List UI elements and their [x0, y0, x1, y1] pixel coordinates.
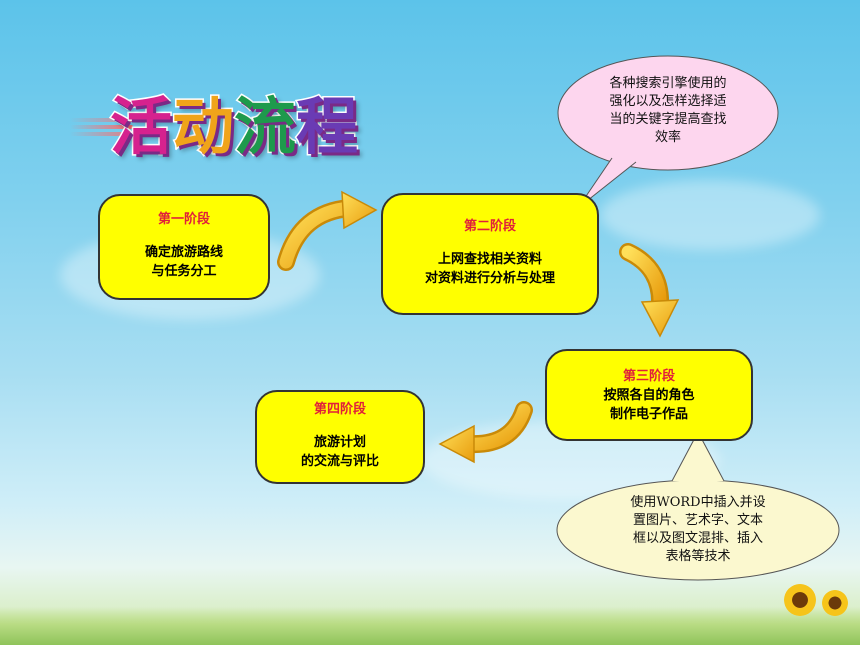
- title-char: 程: [295, 89, 360, 165]
- stage-label: 第四阶段: [313, 402, 366, 417]
- callout-line: 效率: [654, 130, 681, 145]
- stage-line: 的交流与评比: [300, 454, 379, 469]
- callout-line: 使用WORD中插入并设: [630, 495, 766, 510]
- callout-text-bottom: 使用WORD中插入并设 置图片、艺术字、文本 框以及图文混排、插入 表格等技术: [598, 494, 798, 566]
- stage-line: 与任务分工: [151, 264, 217, 279]
- page-title: 活 动 流 程: [108, 88, 360, 166]
- callout-line: 强化以及怎样选择适: [609, 94, 727, 109]
- callout-bubble-top: [557, 55, 779, 209]
- stage-line: 旅游计划: [313, 435, 366, 450]
- stage-line: 确定旅游路线: [144, 245, 223, 260]
- title-char: 流: [233, 89, 298, 165]
- callout-line: 置图片、艺术字、文本: [632, 513, 763, 528]
- grass-strip: [0, 607, 860, 645]
- title-art: 活 动 流 程: [70, 88, 380, 168]
- callout-bubble-bottom: [556, 430, 840, 581]
- stage-label: 第一阶段: [157, 212, 210, 227]
- stage-label: 第二阶段: [463, 219, 516, 234]
- sunflower-icon: [784, 584, 816, 616]
- stage-line: 对资料进行分析与处理: [424, 271, 555, 286]
- curved-arrow-3: [438, 401, 533, 464]
- title-char: 活: [108, 89, 173, 165]
- callout-line: 当的关键字提高查找: [609, 112, 727, 127]
- stage-box-2: 第二阶段 上网查找相关资料 对资料进行分析与处理: [381, 193, 599, 315]
- title-streak: [70, 118, 160, 136]
- stage-line: 按照各自的角色: [603, 388, 695, 403]
- cloud: [600, 180, 820, 250]
- callout-line: 框以及图文混排、插入: [632, 531, 763, 546]
- curved-arrow-2: [619, 243, 680, 338]
- sunflower-icon: [822, 590, 848, 616]
- callout-line: 表格等技术: [665, 549, 731, 564]
- curved-arrow-1: [277, 190, 378, 271]
- callout-text-top: 各种搜索引擎使用的 强化以及怎样选择适 当的关键字提高查找 效率: [588, 75, 748, 147]
- stage-line: 上网查找相关资料: [437, 252, 542, 267]
- stage-box-3: 第三阶段 按照各自的角色 制作电子作品: [545, 349, 753, 441]
- sunflower-decoration: [778, 580, 860, 620]
- stage-line: 制作电子作品: [609, 407, 688, 422]
- stage-label: 第三阶段: [622, 369, 675, 384]
- stage-box-1: 第一阶段 确定旅游路线 与任务分工: [98, 194, 270, 300]
- title-char: 动: [171, 89, 236, 165]
- callout-line: 各种搜索引擎使用的: [609, 76, 727, 91]
- stage-box-4: 第四阶段 旅游计划 的交流与评比: [255, 390, 425, 484]
